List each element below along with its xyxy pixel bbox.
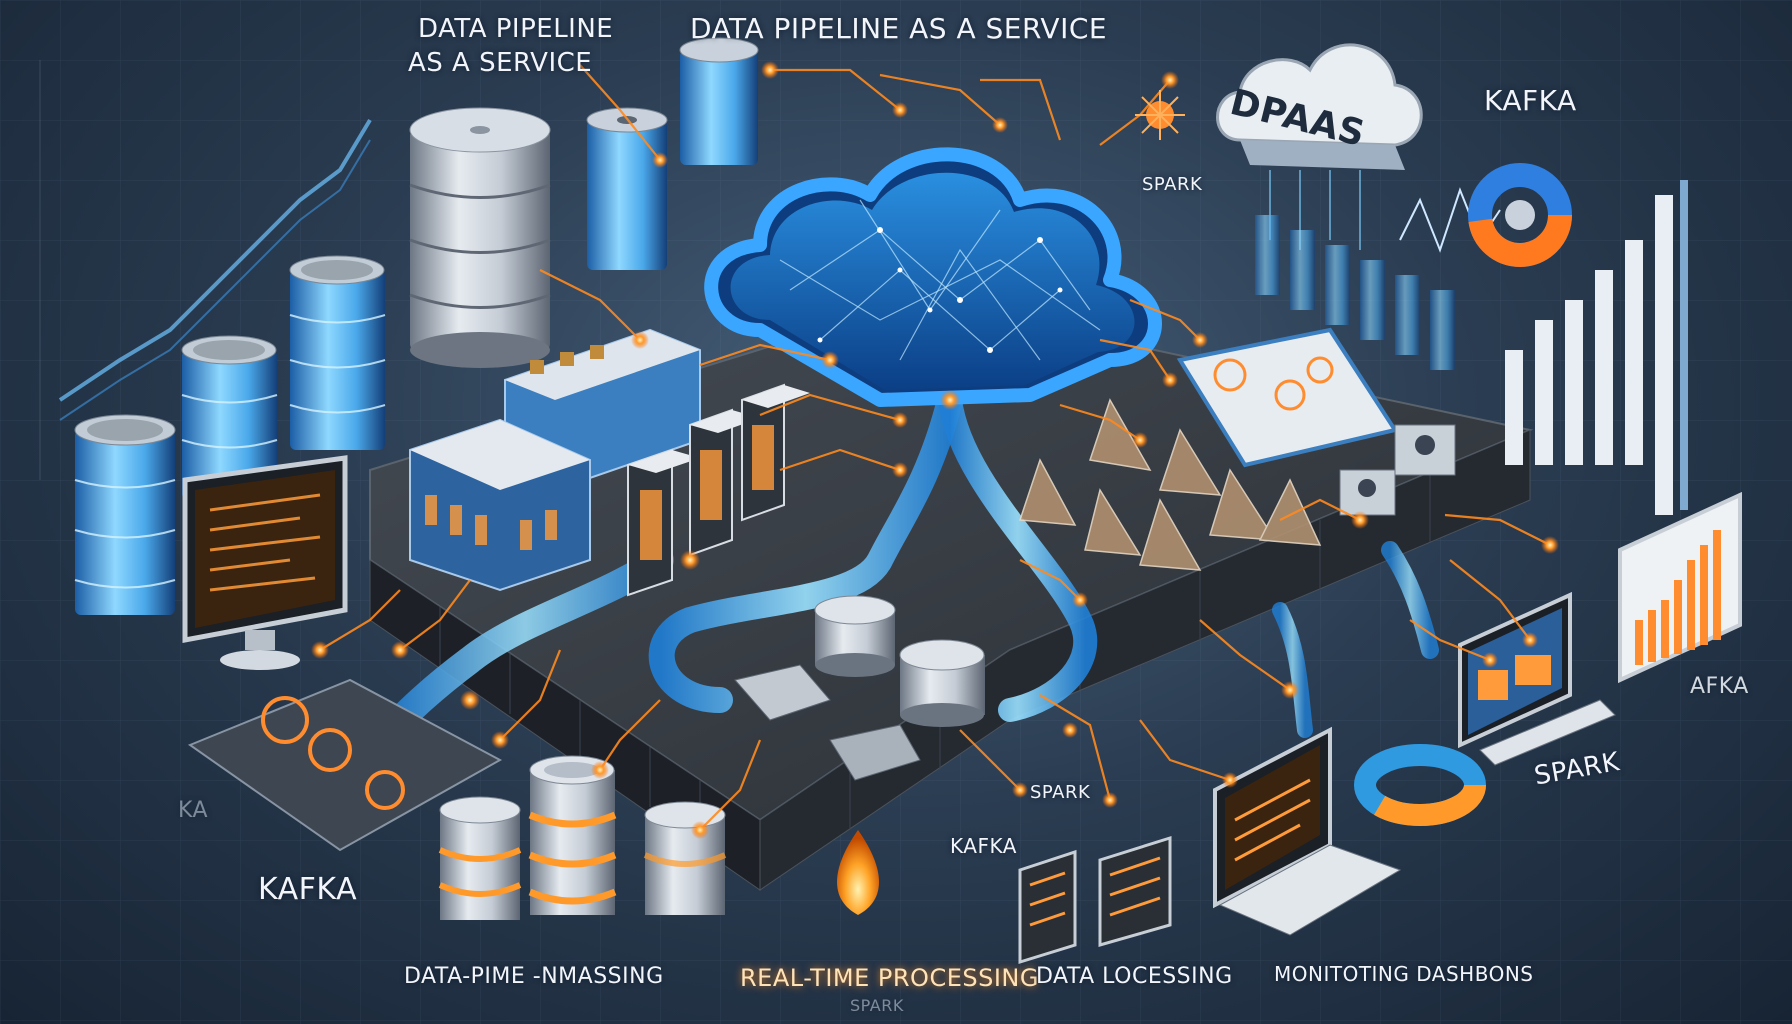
orange-glow-nodes (311, 61, 1559, 839)
glass-can-top-left (586, 107, 668, 270)
bottom-label-1: DATA-PIME -NMASSING (404, 964, 664, 989)
map-panel-right (1176, 327, 1399, 468)
steel-database-stack-top (409, 107, 551, 368)
device-boxes-right (1339, 424, 1456, 516)
monitor-right (1458, 591, 1616, 766)
donut-chart-bottom (1354, 744, 1486, 826)
glass-database-stack-front (74, 414, 176, 615)
bottom-label-3: DATA LOCESSING (1036, 964, 1233, 989)
kafka-label-left-faint: KA (178, 798, 209, 823)
monitor-left (182, 455, 348, 670)
flame-icon (837, 830, 879, 915)
title-left-line2: AS A SERVICE (408, 48, 593, 78)
glass-can-top-right (679, 37, 759, 165)
glowing-database-stacks-bottom (438, 755, 727, 920)
kafka-label-left: KAFKA (258, 872, 358, 907)
spark-label-bottom-faint: SPARK (850, 996, 904, 1015)
spark-icon (1135, 90, 1185, 140)
title-left-line1: DATA PIPELINE (418, 14, 614, 44)
background-bar-chart-right (1399, 180, 1688, 515)
central-cloud (704, 147, 1162, 407)
mini-monitors-bottom (1018, 835, 1172, 965)
spark-label-center: SPARK (1030, 782, 1091, 803)
dpaas-badge-cloud (1216, 43, 1423, 250)
glass-database-stack-tall (289, 255, 386, 450)
processing-sails (1018, 398, 1322, 571)
glass-database-stack-mid (181, 335, 278, 500)
background-line-chart-left (39, 60, 372, 480)
kafka-label-center: KAFKA (950, 834, 1017, 858)
glass-cylinder-cluster (1255, 215, 1455, 370)
donut-chart-top-right (1468, 163, 1572, 267)
storage-drums-center (814, 595, 985, 727)
title-center: DATA PIPELINE AS A SERVICE (690, 12, 1108, 45)
processing-machine (734, 664, 921, 781)
kafka-label-top-right: KAFKA (1484, 84, 1577, 117)
tower-servers (627, 383, 810, 597)
kafka-label-right: AFKA (1690, 674, 1749, 699)
server-racks-left (409, 328, 701, 592)
map-panel-left (187, 678, 503, 852)
bottom-label-2: REAL-TIME PROCESSING (740, 964, 1039, 992)
spark-label-top: SPARK (1142, 174, 1203, 195)
data-stream-flows (376, 387, 1439, 744)
laptop-bottom (1213, 726, 1402, 936)
bottom-label-4: MONITOTING DASHBONS (1274, 962, 1534, 986)
monitor-far-right (1618, 491, 1742, 684)
